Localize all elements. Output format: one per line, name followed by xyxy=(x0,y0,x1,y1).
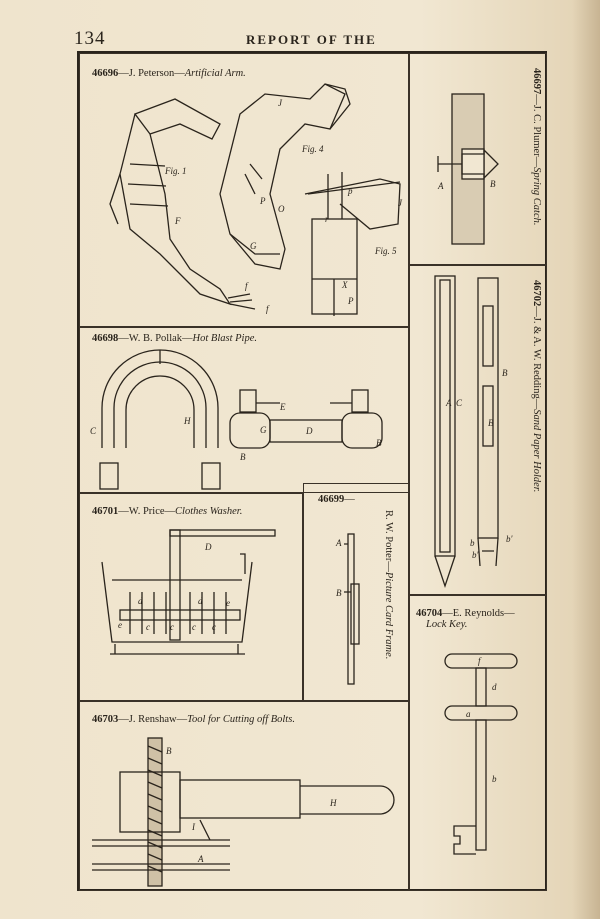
svg-text:c: c xyxy=(192,622,196,632)
patent-46699-caption: R. W. Potter—Picture Card Frame. xyxy=(383,510,394,660)
patent-46699-number: 46699— xyxy=(318,494,355,505)
svg-text:B: B xyxy=(502,368,508,378)
svg-text:e: e xyxy=(118,620,122,630)
svg-text:p: p xyxy=(347,186,353,196)
svg-text:O: O xyxy=(278,204,285,214)
patent-46701-caption: 46701—W. Price—Clothes Washer. xyxy=(92,506,243,517)
svg-text:I: I xyxy=(191,822,196,832)
svg-text:Fig. 1: Fig. 1 xyxy=(164,166,187,176)
svg-text:E: E xyxy=(279,402,286,412)
patent-46703-panel: 46703—J. Renshaw—Tool for Cutting off Bo… xyxy=(79,701,409,891)
page-number: 134 xyxy=(74,28,106,49)
patent-46704-panel: 46704—E. Reynolds— Lock Key. f d a b xyxy=(409,595,547,891)
artificial-arm-illustration: Fig. 1 Fig. 4 Fig. 5 J F P O G f f p J r… xyxy=(109,83,403,316)
svg-text:H: H xyxy=(329,798,337,808)
svg-text:J: J xyxy=(398,198,403,208)
svg-text:Fig. 4: Fig. 4 xyxy=(301,144,324,154)
svg-text:d: d xyxy=(138,596,143,606)
svg-text:b': b' xyxy=(472,550,480,560)
svg-text:C: C xyxy=(90,426,97,436)
svg-text:P: P xyxy=(347,296,354,306)
patent-46704-caption: 46704—E. Reynolds— Lock Key. xyxy=(416,608,515,630)
svg-text:B: B xyxy=(166,746,172,756)
svg-text:e: e xyxy=(226,598,230,608)
sand-paper-holder-illustration: A C B B b b' b' xyxy=(434,275,514,589)
svg-text:B: B xyxy=(488,418,494,428)
svg-text:G: G xyxy=(260,425,267,435)
svg-text:B: B xyxy=(376,438,382,448)
patent-46697-panel: 46697—J. C. Plumer—Spring Catch. A B xyxy=(409,53,547,265)
patent-46697-caption: 46697—J. C. Plumer—Spring Catch. xyxy=(531,68,542,226)
clothes-washer-illustration: D d d e e c c c c xyxy=(101,529,276,655)
svg-text:r: r xyxy=(325,214,329,224)
svg-text:A: A xyxy=(437,181,444,191)
svg-text:d: d xyxy=(492,682,497,692)
patent-46703-caption: 46703—J. Renshaw—Tool for Cutting off Bo… xyxy=(92,714,295,725)
svg-text:X: X xyxy=(341,280,348,290)
svg-text:A: A xyxy=(197,854,204,864)
svg-text:G: G xyxy=(250,241,257,251)
svg-text:D: D xyxy=(204,542,212,552)
page-header: 134 REPORT OF THE xyxy=(0,28,600,50)
svg-text:H: H xyxy=(183,416,191,426)
svg-text:c: c xyxy=(212,622,216,632)
svg-text:d: d xyxy=(198,596,203,606)
picture-card-frame-illustration: A B xyxy=(335,533,360,685)
svg-text:J: J xyxy=(278,98,283,108)
svg-text:C: C xyxy=(456,398,463,408)
running-head: REPORT OF THE xyxy=(246,32,377,47)
svg-text:b: b xyxy=(492,774,497,784)
svg-text:A: A xyxy=(335,538,342,548)
svg-text:f: f xyxy=(478,656,482,666)
svg-text:B: B xyxy=(240,452,246,462)
page-edge-shadow xyxy=(572,0,600,919)
svg-text:c: c xyxy=(170,622,174,632)
patent-46702-caption: 46702—J. & A. W. Redding—Sand Paper Hold… xyxy=(531,280,542,493)
bolt-cutting-tool-illustration: B H I A xyxy=(92,737,395,887)
lock-key-illustration: f d a b xyxy=(444,653,518,855)
svg-text:f: f xyxy=(266,304,270,314)
illustration-plate: 46696—J. Peterson—Artificial Arm. xyxy=(77,51,547,891)
svg-text:f: f xyxy=(245,281,249,291)
patent-46702-panel: 46702—J. & A. W. Redding—Sand Paper Hold… xyxy=(409,265,547,595)
spring-catch-illustration: A B xyxy=(437,93,499,245)
svg-text:b: b xyxy=(470,538,475,548)
patent-46698-panel: 46698—W. B. Pollak—Hot Blast Pipe. xyxy=(79,327,409,493)
svg-text:B: B xyxy=(336,588,342,598)
patent-46701-panel: 46701—W. Price—Clothes Washer. D d d xyxy=(79,493,303,701)
patent-46696-panel: 46696—J. Peterson—Artificial Arm. xyxy=(79,53,409,327)
svg-text:Fig. 5: Fig. 5 xyxy=(374,246,397,256)
svg-text:a: a xyxy=(466,709,471,719)
svg-text:b': b' xyxy=(506,534,514,544)
svg-text:P: P xyxy=(259,196,266,206)
patent-46696-caption: 46696—J. Peterson—Artificial Arm. xyxy=(92,68,246,79)
svg-text:F: F xyxy=(174,216,181,226)
svg-text:B: B xyxy=(490,179,496,189)
patent-46699-panel: 46699— R. W. Potter—Picture Card Frame. … xyxy=(303,483,409,701)
svg-text:D: D xyxy=(305,426,313,436)
patent-46698-caption: 46698—W. B. Pollak—Hot Blast Pipe. xyxy=(92,333,257,344)
hot-blast-pipe-illustration: C H E G D B B xyxy=(90,349,383,490)
svg-text:A: A xyxy=(445,398,452,408)
svg-text:c: c xyxy=(146,622,150,632)
